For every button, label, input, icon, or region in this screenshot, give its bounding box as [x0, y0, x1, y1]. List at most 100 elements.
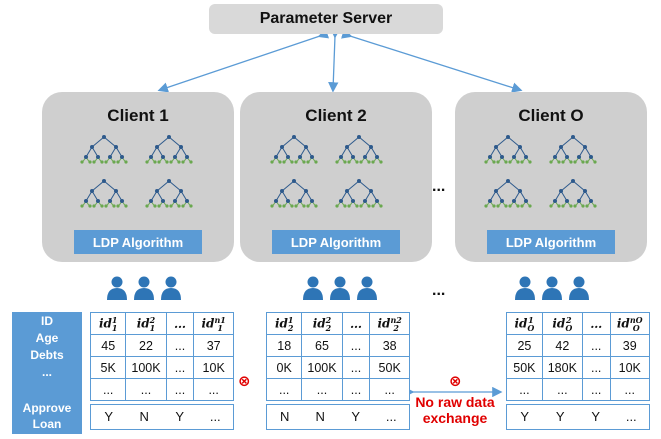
table-cell: 42: [541, 334, 583, 357]
header-superscript: 1: [528, 314, 534, 325]
clients-ellipsis: ...: [432, 178, 446, 195]
header-text: id: [616, 316, 630, 330]
header-subscript: O: [527, 322, 535, 333]
table-cell: 100K: [301, 356, 343, 379]
tree-icon: [483, 134, 533, 164]
header-text: id: [552, 316, 566, 330]
table-cell: 0K: [265, 356, 303, 379]
parameter-server-label: Parameter Server: [259, 10, 393, 27]
header-superscript: 2: [566, 314, 572, 325]
table-cell: ...: [265, 378, 303, 401]
arrow-server-client-o: [340, 28, 523, 93]
table-row: ............: [265, 378, 410, 401]
table-cell: ...: [341, 378, 371, 401]
table-cell: ...: [165, 334, 195, 357]
table-cell: ...: [193, 378, 234, 401]
user-icon: [357, 276, 377, 300]
table-cell: 180K: [541, 356, 583, 379]
no-raw-data-line1: No raw data: [415, 394, 495, 410]
table-cell: ...: [165, 378, 195, 401]
header-subscript: 2: [325, 322, 332, 333]
no-raw-data-line2: exchange: [422, 410, 488, 426]
user-icon: [161, 276, 181, 300]
header-cell: …: [341, 312, 371, 335]
table-cell: ...: [89, 378, 127, 401]
table-cell: ...: [125, 378, 167, 401]
ldp-algorithm-label-2: LDP Algorithm: [272, 230, 400, 254]
user-group-o: [514, 276, 592, 302]
user-icon: [542, 276, 562, 300]
client-2-title: Client 2: [305, 106, 367, 125]
table-row: ............: [506, 378, 650, 401]
header-cell: …: [165, 312, 195, 335]
feature-approve-label: Approve: [22, 401, 72, 415]
tree-icon: [144, 134, 194, 164]
table-cell: ...: [341, 334, 371, 357]
header-cell: …: [581, 312, 611, 335]
client-1-approve-row: Y N Y...: [90, 404, 234, 430]
table-cell: 10K: [193, 356, 234, 379]
approve-cell: Y: [175, 409, 185, 424]
approve-cell: Y: [555, 409, 565, 424]
table-cell: ...: [341, 356, 371, 379]
tree-icon: [548, 134, 598, 164]
feature-debts-label: Debts: [30, 348, 64, 362]
header-text: id: [98, 316, 112, 330]
tree-icon: [334, 134, 384, 164]
table-cell: ...: [541, 378, 583, 401]
table-cell: 50K: [369, 356, 410, 379]
header-subscript: 1: [111, 322, 118, 333]
user-icon: [569, 276, 589, 300]
table-cell: 5K: [89, 356, 127, 379]
approve-cell: ...: [209, 409, 221, 424]
client-1-box: Client 1 LDP Algorithm: [42, 92, 234, 262]
feature-more-label: ...: [41, 365, 52, 379]
table-cell: ...: [581, 378, 611, 401]
header-text: id: [312, 316, 326, 330]
tree-icon: [79, 178, 129, 208]
feature-loan-label: Loan: [32, 417, 62, 431]
header-superscript: 2: [149, 314, 156, 325]
user-icon: [134, 276, 154, 300]
tree-icon: [483, 178, 533, 208]
client-o-title: Client O: [518, 106, 584, 125]
table-cell: 38: [369, 334, 410, 357]
approve-cell: Y: [104, 409, 114, 424]
tree-icon: [548, 178, 598, 208]
approve-cell: ...: [625, 409, 637, 424]
header-subscript: 2: [393, 322, 399, 333]
header-superscript: 1: [111, 314, 118, 325]
header-text: id: [514, 316, 528, 330]
tree-icon: [334, 178, 384, 208]
feature-labels-column: ID Age Debts ... Approve Loan: [12, 312, 82, 434]
approve-cell: N: [139, 409, 149, 424]
user-icon: [303, 276, 323, 300]
user-group-1: [106, 276, 184, 302]
table-cell: 100K: [125, 356, 167, 379]
table-cell: ...: [369, 378, 410, 401]
header-text: id: [136, 316, 150, 330]
table-cell: ...: [609, 378, 650, 401]
header-superscript: nO: [629, 314, 643, 325]
